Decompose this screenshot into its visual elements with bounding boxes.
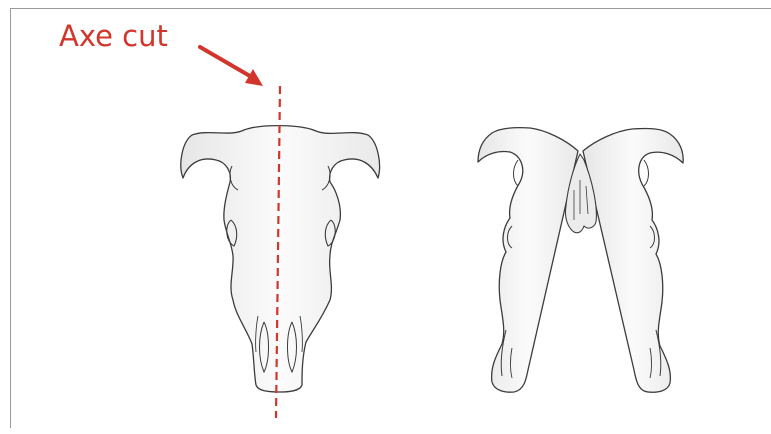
skull-split-left-half	[478, 128, 578, 393]
skull-split-right-half	[583, 129, 683, 393]
skull-front-view	[181, 126, 380, 392]
arrow-icon	[200, 47, 263, 86]
